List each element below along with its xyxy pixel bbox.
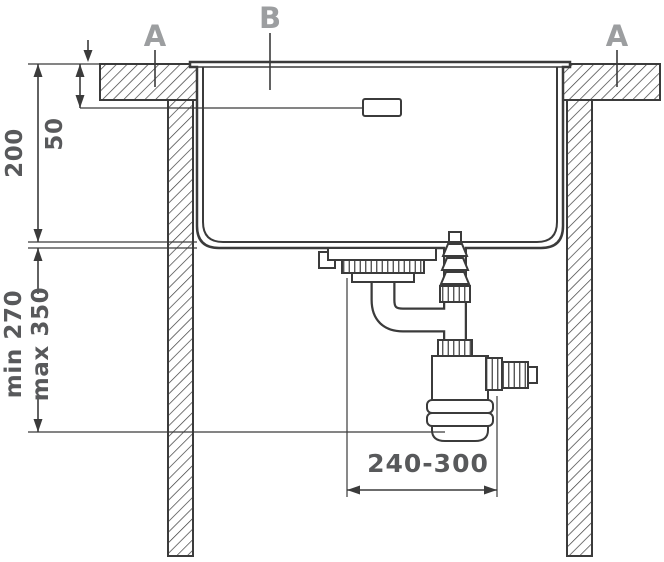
arrow-depth-bottom <box>33 229 43 242</box>
arrow-minmax-bottom <box>33 419 43 432</box>
strainer-locknut <box>341 259 425 274</box>
dimension-labels: 200 50 min 270 max 350 240-300 <box>1 117 489 478</box>
countertop-right <box>562 63 661 101</box>
dimension-max-label: max 350 <box>28 287 54 402</box>
trap-bottom-cup <box>431 425 489 442</box>
sink-outer-wall <box>188 60 572 250</box>
dimension-range-label: 240-300 <box>367 449 489 478</box>
trap-rib-2 <box>426 412 494 427</box>
dimension-depth <box>28 63 197 243</box>
arrow-overflow-bottom <box>75 95 85 108</box>
hose-barb-tier-2 <box>440 257 470 271</box>
trap-body <box>431 355 489 403</box>
sink-inner-wall <box>202 67 558 243</box>
callout-a-right: A <box>606 19 629 53</box>
callout-leaders <box>154 33 618 90</box>
outlet-nut <box>485 357 503 391</box>
dimension-arrows <box>33 50 497 495</box>
countertop-left <box>99 63 198 101</box>
strainer-flange <box>327 247 437 261</box>
callout-a-left: A <box>144 19 167 53</box>
arrow-depth-top <box>33 64 43 77</box>
trap-coupling-nut <box>437 339 473 357</box>
arrow-minmax-top <box>33 248 43 261</box>
arrow-range-right <box>484 485 497 495</box>
hose-barb-cap <box>448 231 462 243</box>
strainer-collar <box>351 272 415 283</box>
dimension-min-label: min 270 <box>1 290 27 398</box>
arrow-datum-top <box>83 50 93 62</box>
hose-barb-tier-1 <box>441 243 469 257</box>
callout-labels: A B A <box>144 1 629 53</box>
callout-b: B <box>259 1 281 35</box>
outlet-tip <box>527 366 538 384</box>
cabinet-panel-right <box>566 99 593 557</box>
drain-elbow-pipe-core <box>372 276 455 331</box>
dimension-overflow-label: 50 <box>42 117 68 150</box>
outlet-threads <box>501 361 529 389</box>
sink-basin <box>188 60 572 250</box>
trap-rib-1 <box>426 399 494 414</box>
drain-assembly <box>318 231 538 442</box>
hose-barb-tier-3 <box>439 271 471 285</box>
dimension-outlet-range <box>346 278 498 497</box>
dimensions: 200 50 min 270 max 350 240-300 <box>1 40 498 497</box>
dimension-depth-label: 200 <box>2 128 28 178</box>
arrow-overflow-top <box>75 64 85 77</box>
overflow-hole <box>362 98 402 117</box>
cabinet-panel-left <box>167 99 194 557</box>
arrow-range-left <box>347 485 360 495</box>
hose-barb-nut <box>439 285 471 303</box>
